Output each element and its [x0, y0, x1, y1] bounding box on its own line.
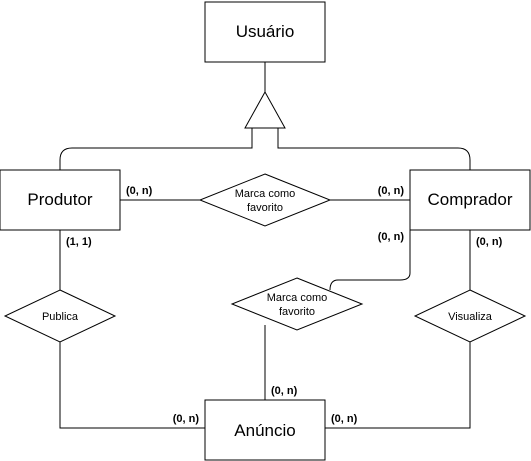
relationship-visualiza-label: Visualiza [448, 311, 493, 323]
cardinality-produtor-favorito: (0, n) [126, 185, 153, 197]
cardinality-comprador-visualiza: (0, n) [476, 236, 503, 248]
connectors [59, 62, 471, 429]
cardinality-comprador-favorito-top: (0, n) [378, 185, 405, 197]
cardinality-anuncio-visualiza: (0, n) [331, 413, 358, 425]
relationship-favorito-top-label-1: Marca como [235, 188, 296, 200]
relationship-favorito-mid-label-1: Marca como [267, 292, 328, 304]
edge-publica-anuncio [59, 342, 205, 429]
entity-comprador-label: Comprador [427, 190, 512, 209]
cardinality-anuncio-favorito: (0, n) [271, 385, 298, 397]
relationship-favorito-mid[interactable]: Marca como favorito [230, 277, 364, 331]
relationship-favorito-top-label-2: favorito [247, 202, 283, 214]
relationship-favorito-mid-label-2: favorito [279, 306, 315, 318]
cardinality-comprador-favorito-mid: (0, n) [378, 231, 405, 243]
cardinality-produtor-publica: (1, 1) [66, 236, 92, 248]
entity-usuario[interactable]: Usuário [204, 1, 326, 63]
edge-visualiza-anuncio [325, 342, 471, 429]
relationship-publica-label: Publica [42, 311, 79, 323]
entity-anuncio-label: Anúncio [234, 421, 295, 440]
relationship-visualiza[interactable]: Visualiza [413, 289, 527, 343]
entity-produtor-label: Produtor [27, 190, 93, 209]
relationship-publica[interactable]: Publica [3, 289, 117, 343]
edge-inheritance-produtor [59, 128, 253, 170]
entity-usuario-label: Usuário [236, 22, 295, 41]
entity-anuncio[interactable]: Anúncio [204, 399, 326, 461]
edge-comprador-favorito-mid [329, 230, 411, 291]
entity-comprador[interactable]: Comprador [409, 169, 531, 231]
relationship-favorito-top[interactable]: Marca como favorito [198, 173, 332, 227]
entity-produtor[interactable]: Produtor [0, 169, 121, 231]
inheritance-triangle [244, 90, 286, 129]
edge-inheritance-comprador [277, 128, 471, 170]
cardinality-anuncio-publica: (0, n) [173, 413, 200, 425]
